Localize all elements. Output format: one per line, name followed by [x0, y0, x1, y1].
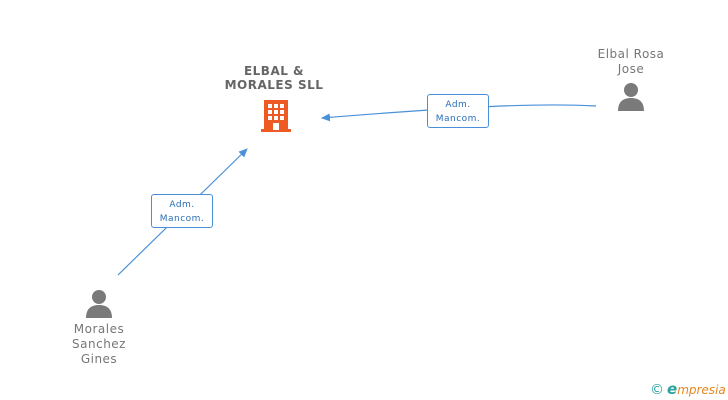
role-label-line2: Mancom.: [435, 114, 481, 124]
brand-watermark: ©empresia: [650, 380, 726, 398]
person-icon: [618, 83, 644, 111]
company-name[interactable]: ELBAL & MORALES SLL: [208, 64, 340, 92]
person-name-line: Sanchez: [72, 337, 126, 351]
person-name-line: Jose: [617, 62, 645, 76]
person-name-line: Morales: [73, 322, 125, 336]
brand-name-rest: mpresia: [677, 383, 726, 397]
person-node-elbal-rosa-jose[interactable]: Elbal Rosa Jose: [576, 47, 686, 111]
company-name-line1: ELBAL &: [243, 64, 305, 78]
edge-elbal-to-company: [321, 104, 597, 122]
role-label-line1: Adm.: [169, 200, 195, 210]
person-icon: [86, 290, 112, 318]
role-label-line1: Adm.: [445, 100, 471, 110]
role-badge-elbal[interactable]: Adm. Mancom.: [427, 94, 489, 128]
copyright-symbol: ©: [650, 382, 664, 398]
person-node-morales-sanchez-gines[interactable]: Morales Sanchez Gines: [44, 288, 154, 367]
building-icon[interactable]: [260, 98, 292, 134]
role-badge-morales[interactable]: Adm. Mancom.: [151, 194, 213, 228]
brand-first-letter: e: [667, 380, 678, 398]
person-name-line: Gines: [80, 352, 118, 366]
role-label-line2: Mancom.: [159, 214, 205, 224]
person-name-line: Elbal Rosa: [597, 47, 665, 61]
company-name-line2: MORALES SLL: [224, 78, 324, 92]
